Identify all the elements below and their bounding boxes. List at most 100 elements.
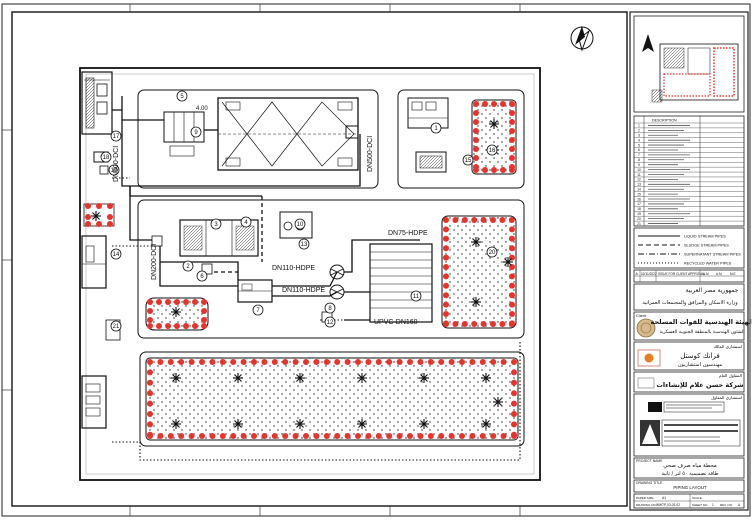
- landscape-dot: [178, 433, 185, 439]
- unit-tag-label: 15: [465, 158, 472, 164]
- unit-tag-label: 13: [301, 242, 308, 248]
- rev-no: A: [738, 503, 741, 507]
- unit-tag-circle: [110, 130, 122, 142]
- landscape-dot: [230, 433, 237, 439]
- unit-tag-label: 1: [434, 126, 438, 132]
- landscape-dot: [167, 433, 174, 439]
- label-dn200: DN200-DCI: [151, 244, 158, 280]
- landscape-dot: [448, 359, 455, 365]
- legend-row-number: 21: [637, 222, 641, 226]
- tree-icon: [91, 211, 101, 221]
- admin-building: [81, 235, 107, 289]
- landscape-dot: [365, 359, 372, 365]
- landscape-dot: [147, 308, 153, 314]
- landscape-dot: [157, 433, 164, 439]
- landscape-dot: [417, 433, 424, 439]
- landscape-dot: [509, 119, 515, 125]
- landscape-dot: [199, 433, 205, 439]
- landscape-dot: [443, 235, 449, 242]
- landscape-dot: [355, 359, 361, 365]
- legend-row-number: 13: [637, 183, 641, 187]
- landscape-dot: [375, 359, 382, 365]
- unit-tag-label: 4: [244, 220, 248, 226]
- project-name-label: PROJECT NAME: [636, 459, 663, 463]
- landscape-dot: [511, 411, 517, 417]
- landscape-dot: [188, 433, 195, 439]
- landscape-dot: [251, 433, 257, 439]
- landscape-dot: [240, 359, 247, 365]
- rev-approved: M.E: [730, 272, 736, 276]
- legend-row-number: 17: [637, 202, 641, 206]
- landscape-dot: [147, 400, 153, 407]
- sheet-info-block: PAPER SIZE A1 SCALE DRAWING NO. WWTP-03-…: [633, 493, 745, 509]
- landscape-dot: [499, 217, 506, 223]
- landscape-dot: [417, 359, 424, 365]
- label-dn500-right: DN500-DCI: [367, 136, 374, 172]
- green-area-top-right: [471, 99, 517, 175]
- landscape-dot: [209, 359, 216, 365]
- landscape-dot: [443, 245, 449, 252]
- landscape-dot: [473, 119, 479, 125]
- landscape-dot: [355, 433, 361, 439]
- landscape-dot: [473, 137, 479, 143]
- landscape-dot: [147, 359, 153, 365]
- gate-area: [105, 319, 121, 341]
- landscape-dot: [500, 101, 506, 107]
- site-boundary: [79, 67, 541, 481]
- unit-tag-circle: [294, 218, 306, 230]
- tree-icon: [471, 297, 481, 307]
- landscape-dot: [323, 433, 330, 439]
- legend-row-number: 5: [638, 143, 640, 147]
- landscape-dot: [174, 299, 180, 305]
- landscape-dot: [167, 359, 174, 365]
- pipe-legend-label: LIQUID STREAM PIPES: [684, 234, 726, 238]
- landscape-dot: [459, 359, 465, 365]
- legend-row-number: 10: [637, 168, 641, 172]
- green-area-middle-right: [441, 215, 517, 329]
- client-label: Client: [636, 313, 647, 318]
- landscape-dot: [509, 101, 515, 107]
- landscape-dot: [511, 431, 517, 438]
- landscape-dot: [209, 433, 216, 439]
- tree-icon: [419, 373, 429, 383]
- landscape-dot: [499, 321, 506, 327]
- tree-icon: [357, 373, 367, 383]
- landscape-dot: [219, 433, 226, 439]
- valve-symbols: [99, 165, 333, 323]
- landscape-dot: [452, 321, 459, 327]
- pipe-legend-label: SUPERNATANT STREAM PIPES: [684, 252, 741, 256]
- landscape-dot: [261, 359, 268, 365]
- label-dn75: DN75-HDPE: [388, 230, 428, 237]
- unit-tag-label: 2: [186, 264, 190, 270]
- landscape-dot: [219, 359, 226, 365]
- landscape-dot: [96, 221, 102, 227]
- landscape-dot: [509, 128, 515, 134]
- landscape-dot: [473, 110, 479, 116]
- rev-letter: A: [636, 272, 639, 276]
- landscape-dot: [509, 292, 515, 299]
- unit-tag-circle: [298, 238, 310, 250]
- landscape-dot: [479, 433, 486, 439]
- internal-road-edge: [85, 73, 535, 475]
- landscape-dot: [443, 264, 449, 270]
- chemical-building: [407, 97, 449, 129]
- landscape-dot: [490, 321, 496, 327]
- landscape-dot: [85, 214, 91, 220]
- landscape-dot: [491, 101, 497, 107]
- unit-tag-circle: [240, 216, 252, 228]
- landscape-dot: [183, 323, 189, 329]
- landscape-dot: [147, 299, 153, 305]
- authority-sub-text: الشئون الهندسية بالمنطقة الجنوبية العسكر…: [659, 329, 744, 335]
- unit-tag-circle: [110, 248, 122, 260]
- unit-tag-circle: [324, 302, 336, 314]
- legend-row-number: 15: [637, 192, 641, 196]
- landscape-dot: [471, 217, 478, 223]
- block-bottom: [139, 351, 525, 447]
- legend-row-number: 4: [638, 138, 640, 142]
- landscape-dot: [509, 235, 515, 242]
- tree-icon: [419, 419, 429, 429]
- landscape-dot: [344, 433, 351, 439]
- tree-icon: [471, 237, 481, 247]
- landscape-dot: [443, 320, 449, 327]
